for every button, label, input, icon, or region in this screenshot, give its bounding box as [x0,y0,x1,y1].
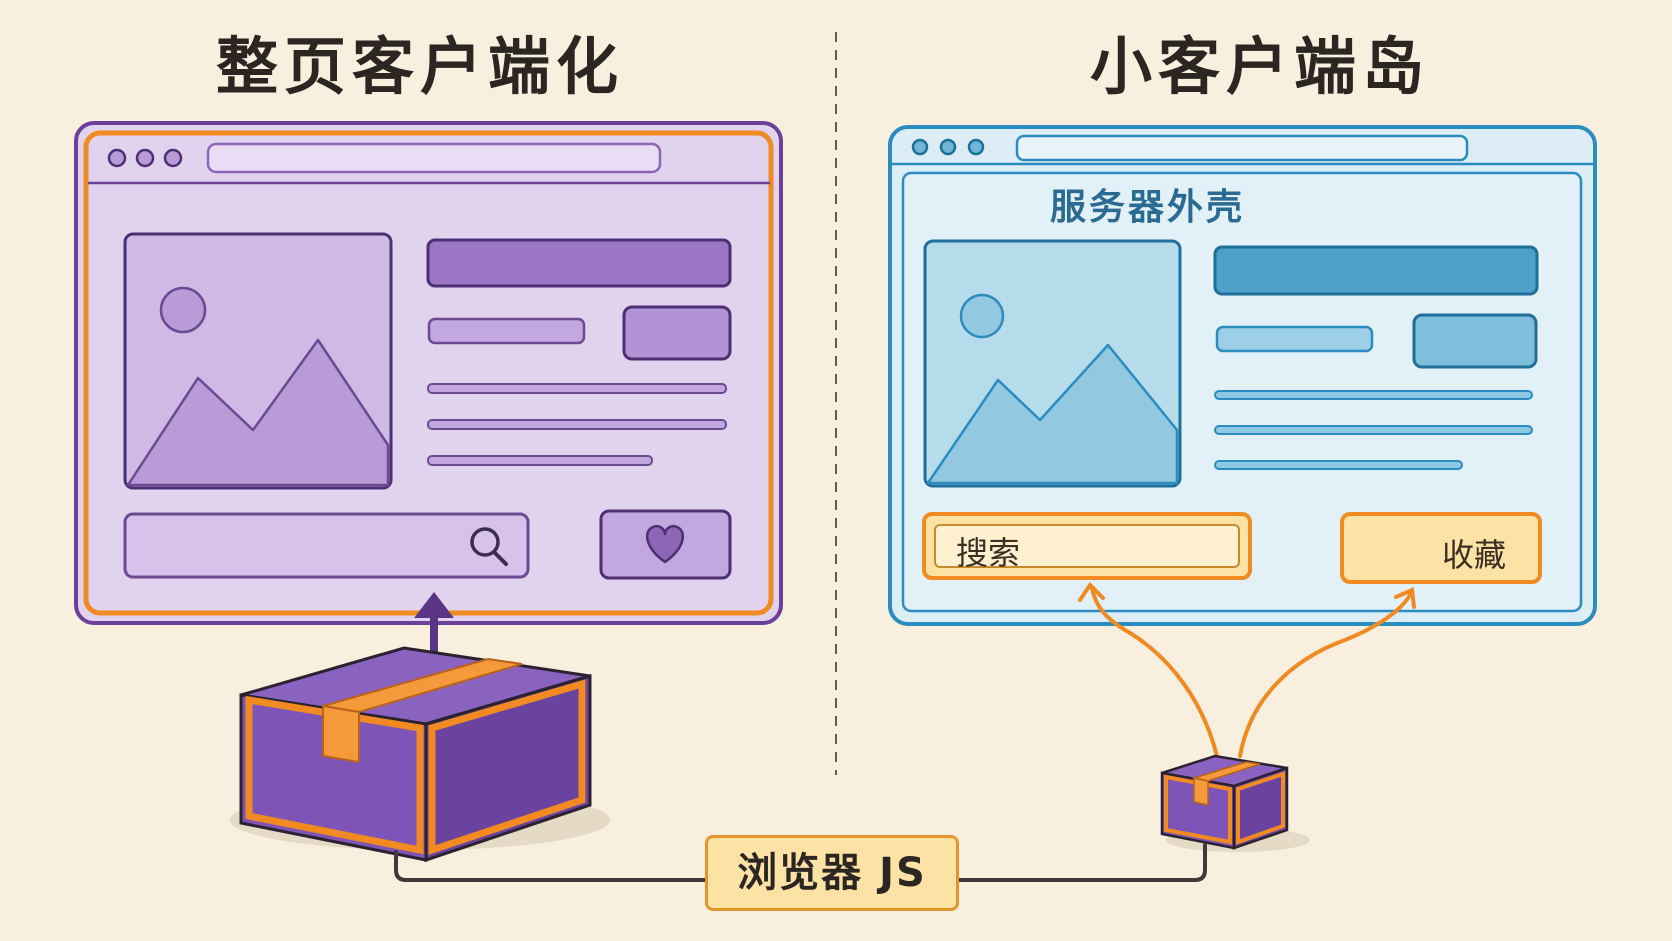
right-text-line [1214,460,1463,470]
left-heart-button [599,509,732,580]
search-island-inner [934,524,1240,568]
right-small-button [1412,313,1538,369]
server-shell-label: 服务器外壳 [1050,187,1246,228]
right-heading-bar [1213,245,1539,296]
left-image-placeholder-icon [123,232,393,490]
right-subheading-bar [1215,325,1374,353]
left-subheading-bar [427,317,586,345]
heart-icon [645,525,685,564]
right-text-line [1214,390,1533,400]
browser-js-label-box: 浏览器 JS [705,835,959,911]
left-text-line [427,419,727,430]
window-dot [911,138,929,156]
left-text-line [427,383,727,394]
full-page-client-title: 整页客户端化 [215,30,624,103]
address-bar [1015,134,1469,162]
search-island-label: 搜索 [956,534,1021,572]
js-connector-lines [394,843,1207,882]
left-heading-bar [426,238,732,288]
address-bar [206,142,662,174]
search-icon [470,527,508,566]
window-dot [163,148,183,168]
right-image-placeholder-icon [923,239,1182,488]
large-js-package-box-icon [230,646,610,863]
island-arrows [1078,581,1416,758]
small-js-package-box-icon [1160,754,1310,852]
left-text-line [427,455,653,466]
window-dot [107,148,127,168]
search-island: 搜索 [922,512,1252,580]
favorite-island: 收藏 [1340,512,1542,584]
window-dot [939,138,957,156]
window-dot [135,148,155,168]
browser-js-label: 浏览器 JS [737,850,927,896]
left-small-button [622,305,732,361]
favorite-island-label: 收藏 [1442,536,1507,574]
left-search-box [123,512,530,579]
small-client-islands-title: 小客户端岛 [1089,30,1430,103]
window-dot [967,138,985,156]
right-text-line [1214,425,1533,435]
